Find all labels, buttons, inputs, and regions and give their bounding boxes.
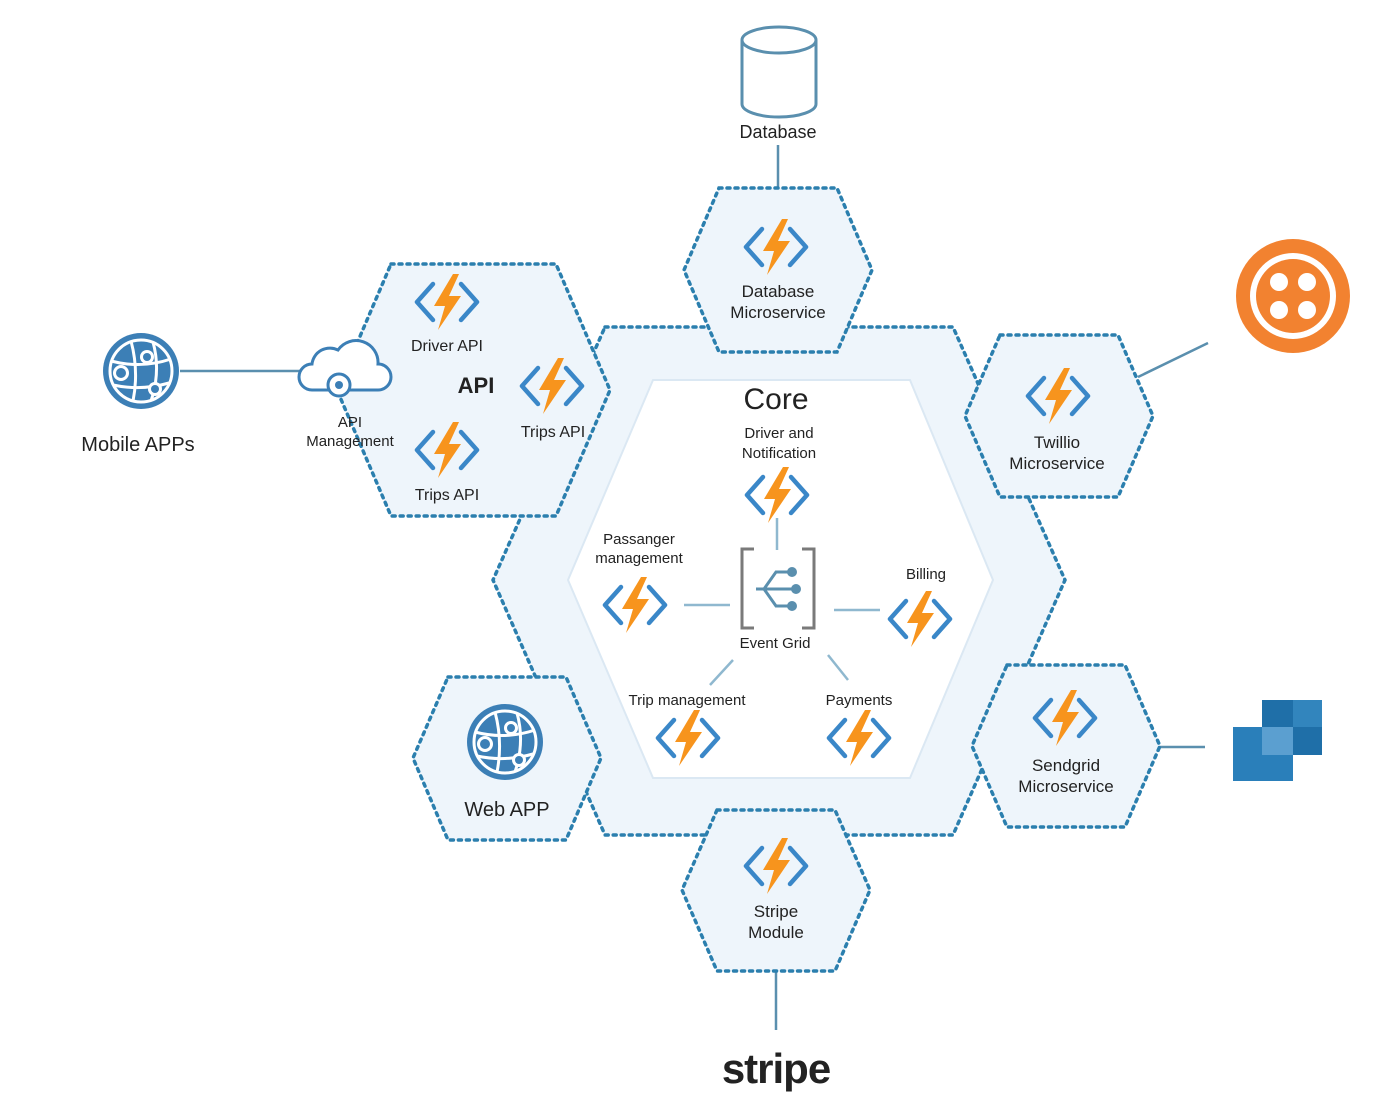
driver-api-label: Driver API	[411, 338, 483, 355]
twillio-hexagon	[963, 333, 1155, 499]
event-grid-icon	[740, 547, 816, 630]
payments-label: Payments	[826, 692, 893, 709]
passanger-label-1: Passanger	[603, 531, 675, 548]
database-ms-hexagon	[682, 186, 874, 354]
connector-twilio	[1137, 341, 1209, 379]
connectors	[180, 145, 1209, 1030]
sendgrid-logo-icon	[1233, 700, 1322, 781]
stripe-module-label-1: Stripe	[754, 902, 798, 921]
stripe-module-label-2: Module	[748, 923, 804, 942]
stripe-module-hexagon	[680, 808, 872, 973]
database-label: Database	[739, 122, 816, 142]
event-grid-links	[684, 518, 880, 686]
api-hexagon	[335, 262, 612, 518]
event-grid-label: Event Grid	[740, 635, 811, 652]
web-app-globe-icon	[465, 702, 545, 782]
sendgrid-label-1: Sendgrid	[1032, 756, 1100, 775]
api-management-label-2: Management	[306, 433, 394, 450]
core-inner-hexagon	[566, 379, 995, 779]
sendgrid-hexagon	[970, 663, 1162, 829]
web-app-label: Web APP	[464, 799, 549, 821]
core-title: Core	[743, 383, 808, 416]
trip-management-label: Trip management	[629, 692, 747, 709]
passanger-label-2: management	[595, 550, 683, 567]
stripe-logo: stripe	[722, 1045, 830, 1092]
driver-notification-label-2: Notification	[742, 445, 816, 462]
twillio-label-2: Microservice	[1009, 454, 1104, 473]
billing-label: Billing	[906, 566, 946, 583]
mobile-apps-label: Mobile APPs	[81, 434, 194, 456]
database-icon	[740, 25, 818, 119]
twilio-logo-icon	[1236, 239, 1350, 353]
twillio-label-1: Twillio	[1034, 433, 1080, 452]
api-management-label-1: API	[338, 414, 362, 431]
database-ms-label-2: Microservice	[730, 303, 825, 322]
database-ms-label-1: Database	[742, 282, 815, 301]
api-group-title: API	[458, 373, 495, 398]
api-management-cloud-icon	[297, 339, 393, 398]
mobile-apps-globe-icon	[101, 331, 181, 411]
sendgrid-label-2: Microservice	[1018, 777, 1113, 796]
trips-api-right-label: Trips API	[521, 424, 585, 441]
trips-api-bottom-label: Trips API	[415, 487, 479, 504]
driver-notification-label-1: Driver and	[744, 425, 813, 442]
